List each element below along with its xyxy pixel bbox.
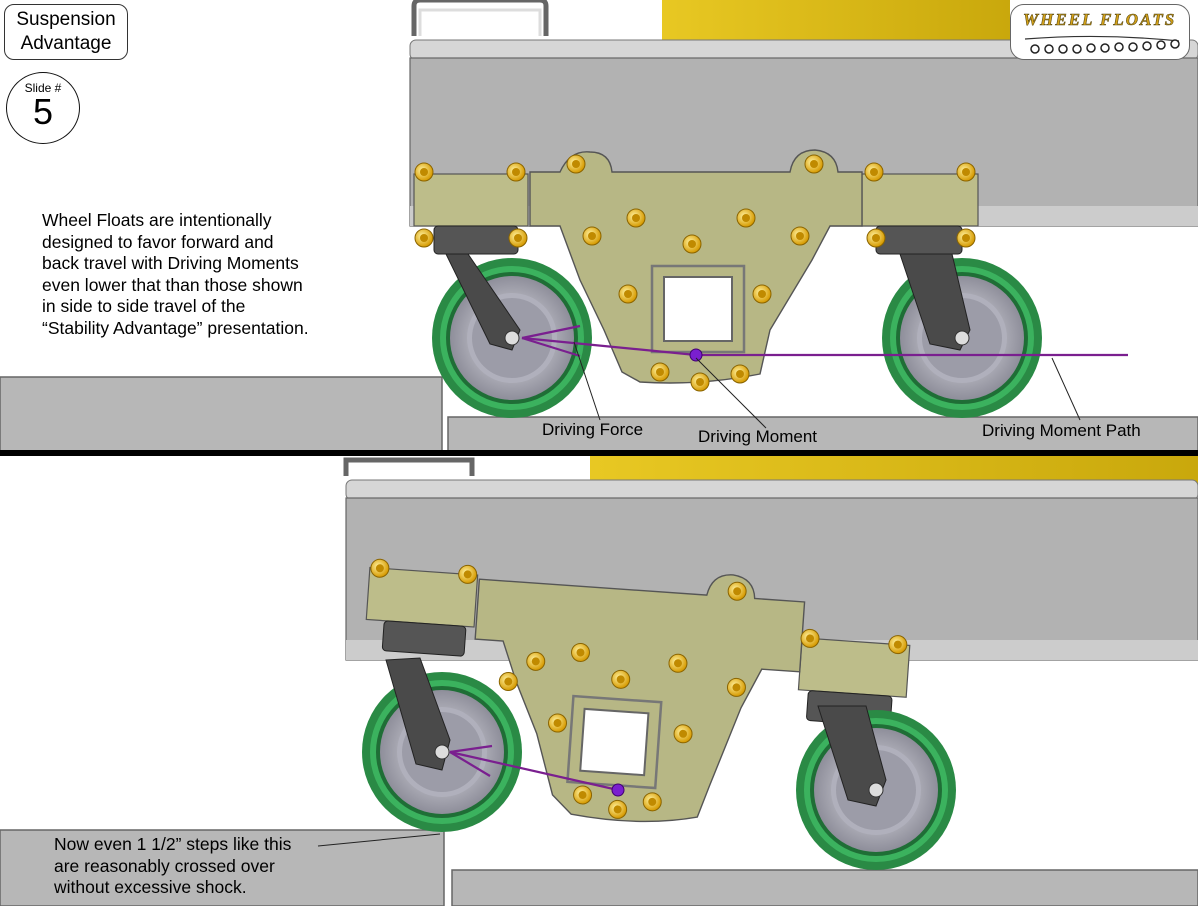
- handle-bottom: [343, 457, 475, 476]
- floor-step-bottom: [0, 829, 445, 906]
- handle: [411, 0, 549, 36]
- title-box: Suspension Advantage: [4, 4, 128, 60]
- yellow-body: [662, 0, 1010, 40]
- wheel-floats-logo: WHEEL FLOATS: [1010, 4, 1190, 60]
- top-scene: [0, 0, 1198, 454]
- divider: [0, 450, 1198, 456]
- intro-paragraph: Wheel Floats are intentionally designed …: [42, 210, 309, 338]
- driving-moment-label: Driving Moment: [698, 427, 818, 446]
- bottom-paragraph: Now even 1 1/2” steps like this are reas…: [54, 834, 292, 897]
- floor-left: [0, 376, 443, 454]
- frame-rail-bottom: [345, 479, 1198, 501]
- driving-force-label: Driving Force: [542, 420, 644, 439]
- floor-low-bottom: [451, 869, 1198, 906]
- slide-number-badge: Slide # 5: [6, 72, 80, 144]
- slide-number: 5: [32, 91, 54, 132]
- logo-text: WHEEL FLOATS: [1023, 10, 1177, 30]
- main-bracket-bottom: [474, 574, 806, 823]
- logo-wheels-icon: [1024, 35, 1180, 54]
- floor-right: [447, 416, 1198, 454]
- driving-moment-point: [689, 348, 703, 362]
- driving-moment-vector-bottom: [449, 750, 619, 792]
- slide-label: Slide #: [24, 81, 62, 95]
- bottom-scene: [0, 456, 1198, 906]
- driving-moment-path-label: Driving Moment Path: [982, 421, 1141, 440]
